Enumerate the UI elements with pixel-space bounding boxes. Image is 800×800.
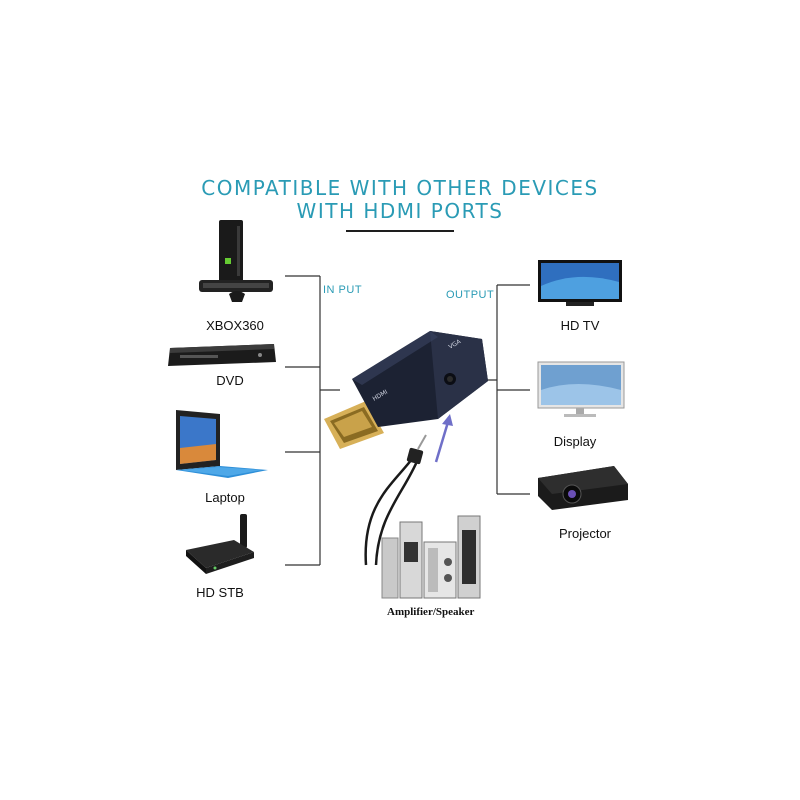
monitor-icon	[537, 361, 625, 417]
projector-icon	[538, 466, 628, 510]
title-line-2: WITH HDMI PORTS	[296, 199, 504, 223]
input-label-dvd: DVD	[216, 373, 244, 388]
input-label-laptop: Laptop	[205, 490, 245, 505]
speaker-icon	[381, 515, 481, 599]
laptop-icon	[176, 410, 268, 478]
audio-device-label: Amplifier/Speaker	[387, 606, 475, 618]
tv-icon	[538, 260, 622, 306]
output-label-display: Display	[553, 434, 597, 449]
dvd-player-icon	[168, 344, 276, 366]
title-line-1: COMPATIBLE WITH OTHER DEVICES	[201, 176, 599, 200]
input-section-label: IN PUT	[323, 284, 363, 296]
audio-input-arrow	[434, 414, 453, 463]
audio-cable	[364, 434, 427, 566]
title-underline	[346, 230, 454, 232]
output-label-projector: Projector	[558, 526, 612, 541]
set-top-box-icon	[186, 514, 254, 574]
game-console-icon	[199, 220, 273, 302]
input-label-xbox360: XBOX360	[206, 318, 264, 333]
hdmi-vga-adapter: HDMI VGA	[324, 331, 488, 449]
input-label-hd-stb: HD STB	[196, 585, 244, 600]
output-label-hd-tv: HD TV	[560, 318, 600, 333]
output-section-label: OUTPUT	[446, 289, 495, 301]
